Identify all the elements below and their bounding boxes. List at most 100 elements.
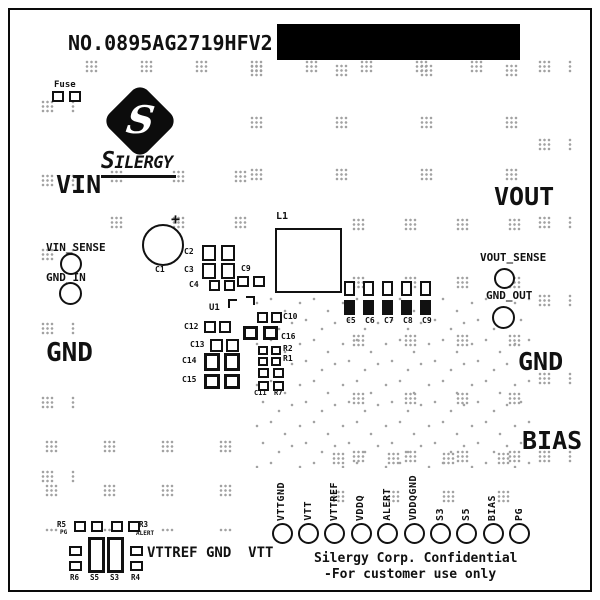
label-gnd-in: GND_IN [46, 271, 86, 284]
component-c1-ref: C1 [155, 265, 165, 274]
component-l1-footprint [275, 228, 342, 293]
testpoint-label: VDDQ [355, 494, 367, 521]
component-c9-top-footprint [237, 276, 265, 287]
component-c4-footprint [209, 280, 235, 291]
testpoint-label: PG [513, 507, 525, 521]
testpoint-col: VDDQ [348, 448, 374, 544]
testpoint-label: S5 [460, 507, 472, 521]
bank-ref-c5: C5 [346, 316, 356, 325]
bank-ref-c9: C9 [422, 316, 432, 325]
component-r4-ref: R4 [131, 573, 141, 582]
testpoint-pad [350, 523, 372, 544]
u1-corner-mark [228, 299, 237, 308]
component-c12-ref: C12 [184, 322, 199, 331]
label-vout: VOUT [494, 182, 555, 211]
component-c15-ref: C15 [182, 375, 197, 384]
testpoint-col: VDDQGND [401, 448, 427, 544]
logo-wordmark: SILERGY [101, 150, 176, 178]
component-c3-ref: C3 [184, 265, 194, 274]
component-r3-net-alert: ALERT [136, 530, 155, 537]
component-c14-ref: C14 [182, 356, 197, 365]
fuse-footprint [52, 91, 81, 102]
testpoint-col: VTT [295, 448, 321, 544]
testpoint-pad [509, 523, 531, 544]
component-c2-footprint [202, 245, 235, 261]
testpoint-pad [271, 523, 293, 544]
testpoint-col: S5 [454, 448, 480, 544]
label-bias-right: BIAS [522, 426, 583, 455]
component-u1-ref: U1 [209, 303, 220, 313]
fuse-label: Fuse [54, 80, 76, 90]
component-c11-ref: C11 [254, 389, 267, 397]
component-r1-ref: R1 [283, 354, 293, 363]
testpoint-gnd-in [59, 282, 82, 305]
testpoint-col: BIAS [480, 448, 506, 544]
testpoint-label: ALERT [381, 488, 393, 521]
testpoint-gnd-out [492, 306, 515, 329]
c1-polarity-plus: + [171, 210, 181, 228]
testpoint-label: VDDQGND [408, 475, 420, 521]
component-r5-ref: R5 [57, 520, 67, 529]
bank-ref-c6: C6 [365, 316, 375, 325]
testpoint-pad [324, 523, 346, 544]
component-s3-ref: S3 [110, 573, 120, 582]
component-c3-footprint [202, 263, 235, 279]
redaction-bar [277, 24, 520, 60]
testpoint-col: VTTGND [269, 448, 295, 544]
component-c11-footprint [258, 368, 269, 391]
component-s5-footprint [88, 537, 105, 573]
confidential-line2: -For customer use only [324, 567, 497, 582]
testpoint-vout-sense [494, 268, 515, 289]
component-l1-ref: L1 [276, 211, 289, 222]
component-c1-body [142, 224, 184, 266]
label-gnd-right: GND [518, 347, 564, 376]
component-r3-footprint [111, 521, 140, 532]
testpoint-col: PG [507, 448, 533, 544]
u1-corner-mark [246, 296, 255, 305]
testpoint-pad [456, 523, 478, 544]
testpoint-pad [430, 523, 452, 544]
bank-ref-c8: C8 [403, 316, 413, 325]
component-c14-footprint [204, 353, 240, 371]
component-r4-footprint [130, 546, 143, 571]
testpoint-label: BIAS [487, 494, 499, 521]
testpoint-pad [298, 523, 320, 544]
component-r7-ref: R7 [274, 389, 283, 397]
board-outline [8, 8, 592, 592]
logo-s-glyph: S [124, 96, 159, 142]
component-c12-footprint [204, 321, 231, 333]
testpoint-label: VTTREF [328, 481, 340, 521]
testpoint-col: VTTREF [322, 448, 348, 544]
testpoint-pad [377, 523, 399, 544]
testpoint-vin-sense [60, 253, 82, 275]
testpoint-header-row: VTTGND VTT VTTREF VDDQ ALERT VDDQGND S3 … [269, 448, 533, 544]
component-c16-footprint [243, 326, 278, 340]
component-r5-net-pg: PG [60, 529, 68, 536]
component-c16-ref: C16 [281, 332, 296, 341]
label-vin-sense: VIN_SENSE [46, 241, 106, 254]
component-r2-footprint [258, 346, 281, 355]
component-c9-top-ref: C9 [241, 264, 251, 273]
component-s3-footprint [107, 537, 124, 573]
component-r1-footprint [258, 357, 281, 366]
component-r3-ref: R3 [139, 520, 149, 529]
bank-ref-c7: C7 [384, 316, 394, 325]
label-gnd-left: GND [46, 338, 93, 368]
confidential-line1: Silergy Corp. Confidential [314, 551, 518, 566]
component-r6-ref: R6 [70, 573, 80, 582]
component-c13-footprint [210, 339, 239, 352]
component-r2-ref: R2 [283, 344, 293, 353]
component-r7-footprint [273, 368, 284, 391]
testpoint-col: S3 [427, 448, 453, 544]
testpoint-label: VTT [302, 501, 314, 521]
testpoint-pad [482, 523, 504, 544]
component-c10-ref: C10 [283, 312, 298, 321]
testpoint-label: S3 [434, 507, 446, 521]
component-s5-ref: S5 [90, 573, 100, 582]
testpoint-label: VTTGND [276, 481, 288, 521]
label-vttref-gnd-vtt: VTTREF GND VTT [147, 545, 274, 561]
component-c10-footprint [257, 312, 282, 323]
label-gnd-out: GND_OUT [486, 289, 533, 302]
label-vout-sense: VOUT_SENSE [480, 251, 547, 264]
